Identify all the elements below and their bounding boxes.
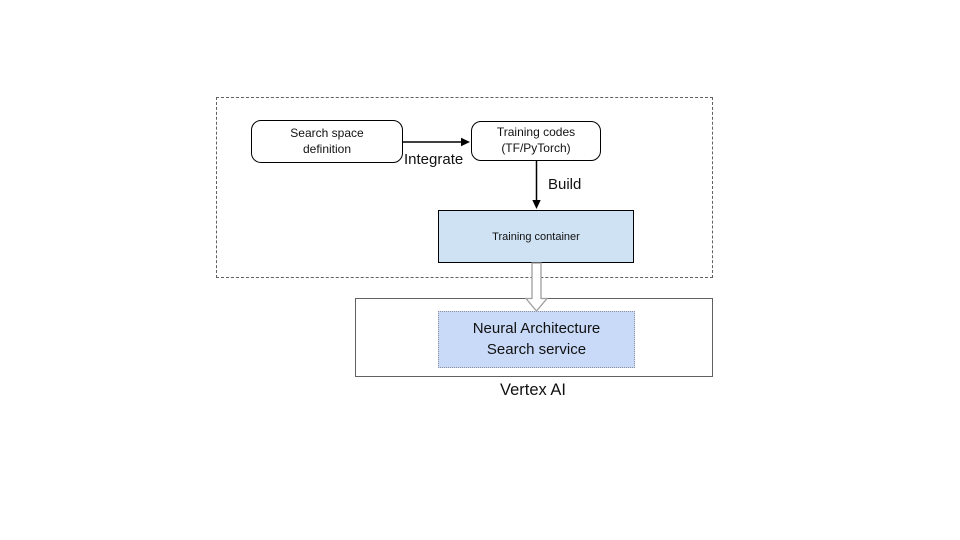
- search-space-definition-node: Search space definition: [251, 120, 403, 163]
- vertex-ai-label: Vertex AI: [499, 381, 567, 399]
- training-codes-node: Training codes (TF/PyTorch): [471, 121, 601, 161]
- integrate-edge-label: Integrate: [404, 151, 464, 168]
- build-edge-label: Build: [548, 176, 582, 193]
- neural-architecture-search-service-node: Neural Architecture Search service: [438, 311, 635, 368]
- training-container-node: Training container: [438, 210, 634, 263]
- dev-workflow-group-box: [216, 97, 713, 278]
